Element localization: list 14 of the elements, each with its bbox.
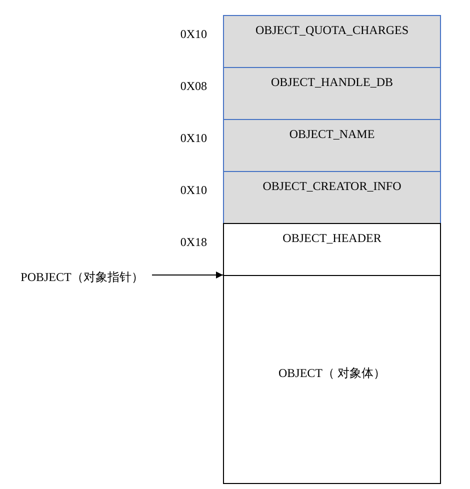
- object-body-box: [223, 275, 441, 484]
- field-size: 0X18: [180, 235, 207, 250]
- field-name: OBJECT_HANDLE_DB: [271, 75, 393, 90]
- field-name: OBJECT_CREATOR_INFO: [262, 179, 402, 194]
- field-name: OBJECT_QUOTA_CHARGES: [255, 23, 409, 38]
- arrow: [152, 272, 224, 278]
- field-size: 0X10: [180, 131, 207, 146]
- pointer-label: POBJECT（对象指针）: [20, 269, 144, 286]
- field-size: 0X08: [180, 79, 207, 94]
- field-name: OBJECT（ 对象体）: [278, 365, 386, 382]
- field-name: OBJECT_NAME: [289, 127, 375, 142]
- field-size: 0X10: [180, 183, 207, 198]
- field-size: 0X10: [180, 27, 207, 42]
- field-name: OBJECT_HEADER: [282, 231, 382, 246]
